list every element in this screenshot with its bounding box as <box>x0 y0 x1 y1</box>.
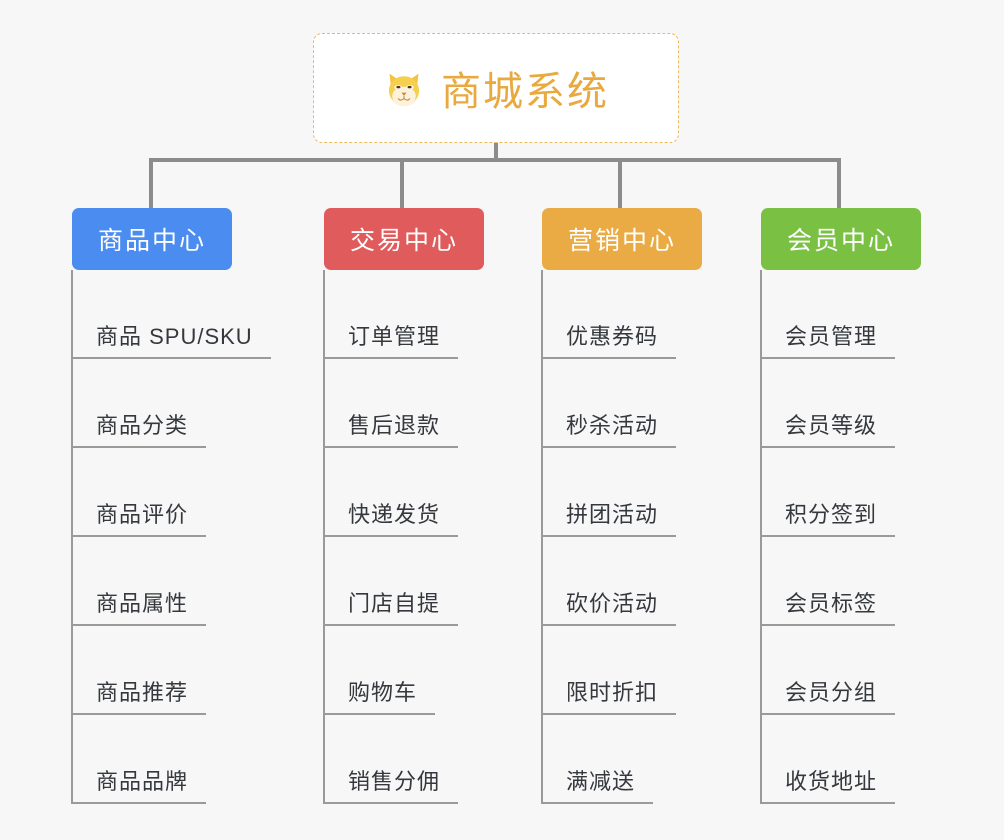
leaf-label: 收货地址 <box>761 764 896 804</box>
leaf-item[interactable]: 收货地址 <box>747 715 896 804</box>
leaf-item[interactable]: 商品属性 <box>58 537 271 626</box>
leaf-label: 积分签到 <box>761 497 896 537</box>
branch-spine <box>541 270 543 804</box>
leaf-list-trade-center: 订单管理 售后退款 快递发货 门店自提 购物车 销售分佣 <box>310 270 459 804</box>
leaf-item[interactable]: 商品评价 <box>58 448 271 537</box>
leaf-item[interactable]: 会员等级 <box>747 359 896 448</box>
leaf-label: 会员分组 <box>761 675 896 715</box>
connector-drop-4 <box>837 158 841 210</box>
branch-label: 交易中心 <box>350 227 459 255</box>
leaf-label: 限时折扣 <box>542 675 677 715</box>
leaf-label: 优惠券码 <box>542 319 677 359</box>
leaf-item[interactable]: 会员标签 <box>747 537 896 626</box>
leaf-item[interactable]: 售后退款 <box>310 359 459 448</box>
leaf-item[interactable]: 限时折扣 <box>528 626 677 715</box>
leaf-label: 会员管理 <box>761 319 896 359</box>
branch-spine <box>71 270 73 804</box>
leaf-item[interactable]: 快递发货 <box>310 448 459 537</box>
leaf-label: 快递发货 <box>324 497 459 537</box>
branch-head-marketing-center[interactable]: 营销中心 <box>542 208 703 270</box>
leaf-item[interactable]: 积分签到 <box>747 448 896 537</box>
branch-label: 营销中心 <box>568 227 677 255</box>
leaf-label: 会员标签 <box>761 586 896 626</box>
leaf-label: 商品品牌 <box>72 764 207 804</box>
root-title: 商城系统 <box>441 70 609 114</box>
leaf-item[interactable]: 会员分组 <box>747 626 896 715</box>
root-node[interactable]: 商城系统 <box>313 33 679 143</box>
branch-label: 商品中心 <box>98 227 207 255</box>
leaf-item[interactable]: 秒杀活动 <box>528 359 677 448</box>
leaf-label: 售后退款 <box>324 408 459 448</box>
leaf-label: 购物车 <box>324 675 436 715</box>
leaf-label: 订单管理 <box>324 319 459 359</box>
branch-spine <box>323 270 325 804</box>
leaf-item[interactable]: 满减送 <box>528 715 676 804</box>
leaf-item[interactable]: 订单管理 <box>310 270 459 359</box>
leaf-label: 商品 SPU/SKU <box>72 319 271 359</box>
leaf-label: 拼团活动 <box>542 497 677 537</box>
leaf-item[interactable]: 砍价活动 <box>528 537 677 626</box>
leaf-item[interactable]: 拼团活动 <box>528 448 677 537</box>
leaf-list-marketing-center: 优惠券码 秒杀活动 拼团活动 砍价活动 限时折扣 满减送 <box>528 270 677 804</box>
leaf-item[interactable]: 优惠券码 <box>528 270 677 359</box>
leaf-label: 砍价活动 <box>542 586 677 626</box>
branch-head-product-center[interactable]: 商品中心 <box>72 208 233 270</box>
leaf-label: 门店自提 <box>324 586 459 626</box>
leaf-item[interactable]: 门店自提 <box>310 537 459 626</box>
leaf-list-product-center: 商品 SPU/SKU 商品分类 商品评价 商品属性 商品推荐 商品品牌 <box>58 270 271 804</box>
leaf-label: 销售分佣 <box>324 764 459 804</box>
leaf-item[interactable]: 商品 SPU/SKU <box>58 270 271 359</box>
leaf-label: 商品属性 <box>72 586 207 626</box>
leaf-list-member-center: 会员管理 会员等级 积分签到 会员标签 会员分组 收货地址 <box>747 270 896 804</box>
leaf-label: 满减送 <box>542 764 654 804</box>
leaf-label: 秒杀活动 <box>542 408 677 448</box>
leaf-item[interactable]: 商品推荐 <box>58 626 271 715</box>
connector-horizontal-bus <box>149 158 841 162</box>
leaf-item[interactable]: 商品品牌 <box>58 715 271 804</box>
leaf-item[interactable]: 商品分类 <box>58 359 271 448</box>
connector-drop-3 <box>618 158 622 210</box>
leaf-item[interactable]: 销售分佣 <box>310 715 459 804</box>
leaf-label: 商品分类 <box>72 408 207 448</box>
leaf-label: 商品评价 <box>72 497 207 537</box>
branch-label: 会员中心 <box>787 227 896 255</box>
leaf-item[interactable]: 会员管理 <box>747 270 896 359</box>
shiba-dog-face-icon <box>383 67 425 109</box>
leaf-item[interactable]: 购物车 <box>310 626 458 715</box>
branch-head-member-center[interactable]: 会员中心 <box>761 208 922 270</box>
connector-drop-2 <box>400 158 404 210</box>
branch-head-trade-center[interactable]: 交易中心 <box>324 208 485 270</box>
connector-drop-1 <box>149 158 153 210</box>
leaf-label: 会员等级 <box>761 408 896 448</box>
connector-root-stem <box>494 143 498 162</box>
leaf-label: 商品推荐 <box>72 675 207 715</box>
branch-spine <box>760 270 762 804</box>
